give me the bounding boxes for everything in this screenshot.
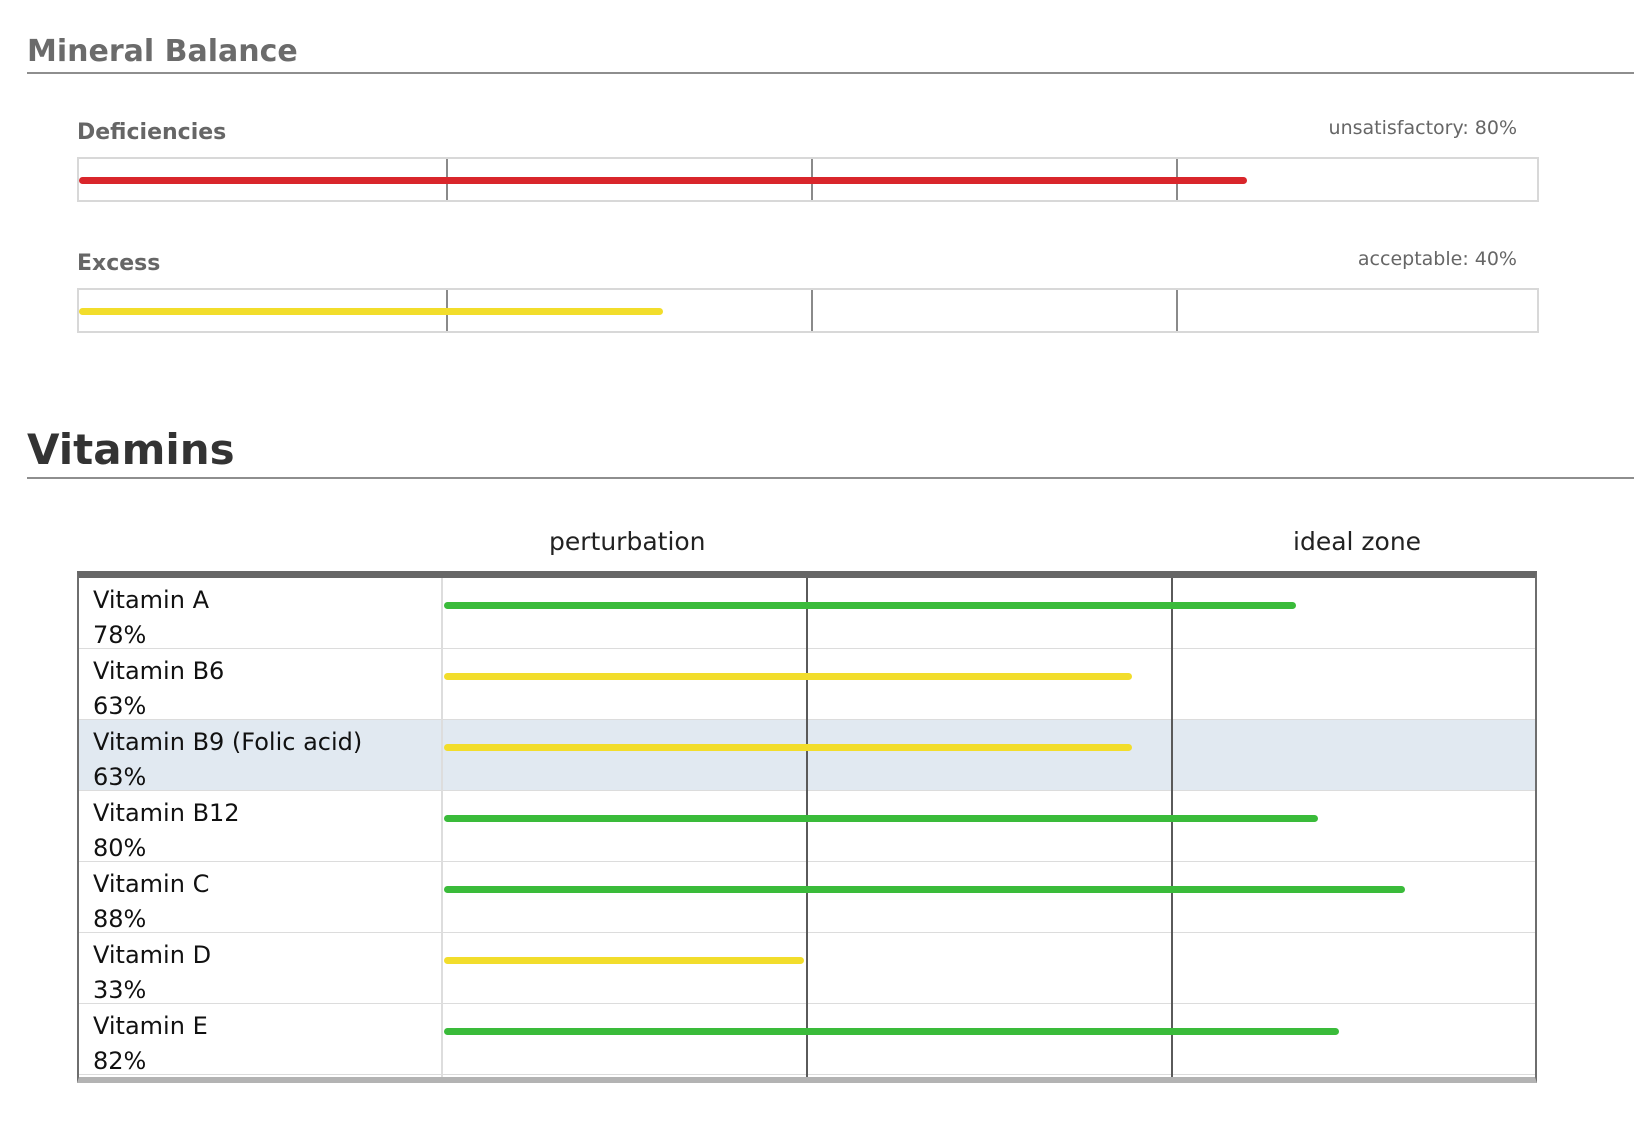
vitamin-row: Vitamin B6 63% bbox=[79, 649, 1535, 720]
excess-label: Excess bbox=[77, 251, 161, 276]
vitamin-name: Vitamin B9 (Folic acid) bbox=[93, 728, 363, 756]
vitamin-percent: 63% bbox=[93, 692, 147, 720]
vitamin-percent: 88% bbox=[93, 905, 147, 933]
deficiencies-status: unsatisfactory: 80% bbox=[1328, 117, 1517, 139]
ideal-zone-line bbox=[1171, 578, 1173, 1077]
vitamin-percent: 33% bbox=[93, 976, 147, 1004]
perturbation-zone-line bbox=[806, 578, 808, 1077]
vitamin-percent: 80% bbox=[93, 834, 147, 862]
gauge-tick bbox=[811, 290, 813, 331]
excess-bar bbox=[79, 308, 663, 315]
vitamin-name: Vitamin B6 bbox=[93, 657, 225, 685]
deficiencies-bar bbox=[79, 177, 1247, 184]
mineral-balance-divider bbox=[27, 72, 1634, 74]
vitamin-name: Vitamin C bbox=[93, 870, 210, 898]
vitamin-bar bbox=[444, 744, 1132, 751]
ideal-zone-column-header: ideal zone bbox=[1293, 527, 1422, 556]
excess-gauge bbox=[77, 288, 1539, 333]
vitamin-name: Vitamin E bbox=[93, 1012, 208, 1040]
vitamin-name: Vitamin B12 bbox=[93, 799, 240, 827]
vitamin-bar bbox=[444, 1028, 1339, 1035]
mineral-balance-title: Mineral Balance bbox=[27, 34, 298, 69]
vitamin-percent: 63% bbox=[93, 763, 147, 791]
excess-status: acceptable: 40% bbox=[1357, 248, 1517, 270]
deficiencies-gauge bbox=[77, 157, 1539, 202]
vitamins-title: Vitamins bbox=[27, 425, 235, 474]
vitamin-name: Vitamin D bbox=[93, 941, 212, 969]
vitamin-bar bbox=[444, 957, 804, 964]
vitamin-bar bbox=[444, 815, 1318, 822]
vitamin-name: Vitamin A bbox=[93, 586, 209, 614]
vitamin-bar bbox=[444, 602, 1296, 609]
label-column-divider bbox=[441, 578, 443, 1077]
vitamin-percent: 82% bbox=[93, 1047, 147, 1075]
vitamins-divider bbox=[27, 477, 1634, 479]
gauge-tick bbox=[1176, 290, 1178, 331]
deficiencies-label: Deficiencies bbox=[77, 120, 227, 145]
vitamins-table: Vitamin A 78% Vitamin B6 63% Vitamin B9 (Fol… bbox=[77, 571, 1537, 1083]
perturbation-column-header: perturbation bbox=[549, 527, 706, 556]
vitamin-bar bbox=[444, 886, 1405, 893]
vitamin-percent: 78% bbox=[93, 621, 147, 649]
vitamin-bar bbox=[444, 673, 1132, 680]
